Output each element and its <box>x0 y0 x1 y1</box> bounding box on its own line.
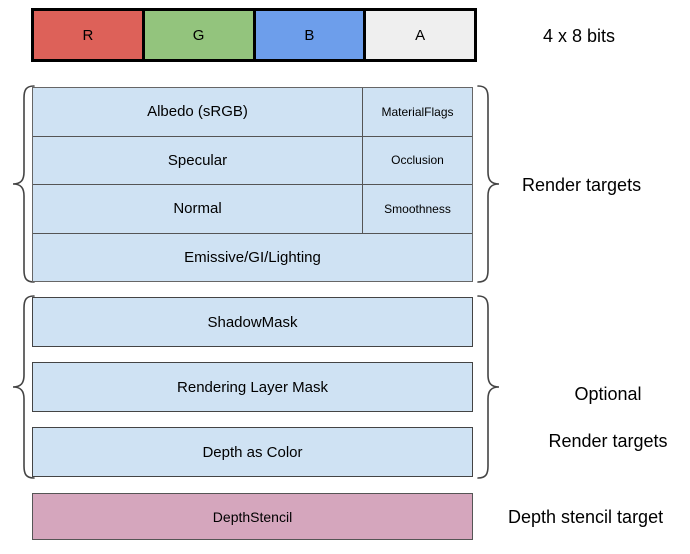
optional-target-label: Rendering Layer Mask <box>177 378 328 396</box>
channel-label-r: R <box>82 26 94 44</box>
channel-bar-caption: 4 x 8 bits <box>543 26 616 46</box>
gbuffer-aux-cell: Smoothness <box>363 185 472 233</box>
gbuffer-main-label: Albedo (sRGB) <box>147 103 248 121</box>
channel-label-a: A <box>415 26 426 44</box>
depth-stencil-box: DepthStencil <box>32 493 473 540</box>
depth-stencil-label: DepthStencil <box>212 508 293 525</box>
render-targets-right-brace <box>477 85 500 283</box>
gbuffer-aux-cell: MaterialFlags <box>363 88 472 136</box>
depth-stencil-caption: Depth stencil target <box>508 507 664 527</box>
channel-cell-r: R <box>34 11 145 59</box>
channel-cell-g: G <box>144 11 256 59</box>
channel-cell-a: A <box>366 11 474 59</box>
gbuffer-aux-label: MaterialFlags <box>381 104 454 119</box>
render-targets-left-brace <box>12 85 35 283</box>
optional-render-targets-right-brace <box>477 295 500 479</box>
optional-caption-line-1: Optional <box>574 384 642 405</box>
optional-target-label: Depth as Color <box>202 443 303 461</box>
optional-target-box: Rendering Layer Mask <box>32 362 473 412</box>
gbuffer-aux-label: Occlusion <box>391 153 444 168</box>
optional-target-box: Depth as Color <box>32 427 473 477</box>
render-targets-table: Albedo (sRGB) MaterialFlags Specular Occ… <box>32 87 473 282</box>
channel-label-b: B <box>304 26 315 44</box>
channel-label-g: G <box>192 26 205 44</box>
gbuffer-main-cell: Normal <box>33 185 363 233</box>
gbuffer-full-label: Emissive/GI/Lighting <box>184 248 321 266</box>
table-row-full: Emissive/GI/Lighting <box>33 234 472 282</box>
gbuffer-aux-cell: Occlusion <box>363 137 472 185</box>
gbuffer-main-label: Specular <box>167 151 228 169</box>
render-targets-caption: Render targets <box>522 175 642 195</box>
rgba-channel-bar: R G B A <box>31 8 477 62</box>
optional-target-box: ShadowMask <box>32 297 473 347</box>
table-row: Specular Occlusion <box>33 136 472 185</box>
table-row: Normal Smoothness <box>33 185 472 234</box>
optional-caption-line-2: Render targets <box>548 431 668 452</box>
gbuffer-aux-label: Smoothness <box>384 201 451 216</box>
gbuffer-main-cell: Albedo (sRGB) <box>33 88 363 136</box>
channel-cell-b: B <box>255 11 367 59</box>
optional-render-targets-left-brace <box>12 295 35 479</box>
optional-target-label: ShadowMask <box>207 313 298 331</box>
optional-render-targets-caption: Optional Render targets <box>528 360 688 477</box>
gbuffer-main-cell: Specular <box>33 136 363 184</box>
table-row: Albedo (sRGB) MaterialFlags <box>33 88 472 137</box>
gbuffer-main-label: Normal <box>173 200 222 218</box>
